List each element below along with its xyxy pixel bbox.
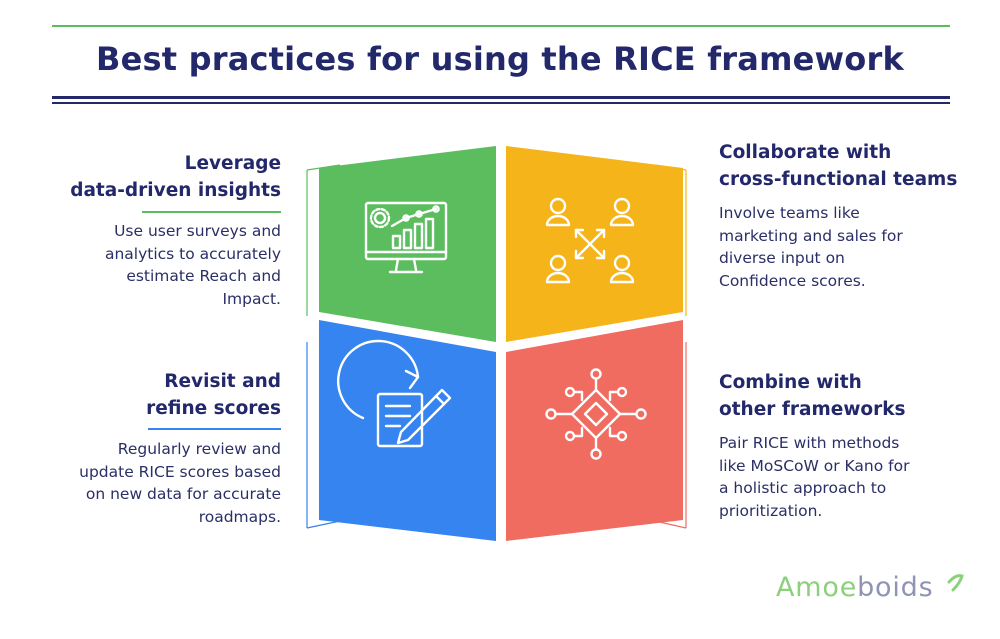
card-heading-collaborate: Collaborate with cross-functional teams bbox=[719, 139, 989, 193]
heading-line: data-driven insights bbox=[70, 180, 281, 201]
body-line: on new data for accurate bbox=[85, 485, 281, 503]
team-network-icon bbox=[545, 197, 635, 284]
card-body-combine: Pair RICE with methods like MoSCoW or Ka… bbox=[719, 432, 989, 522]
logo-part-2: boids bbox=[857, 572, 934, 603]
body-line: a holistic approach to bbox=[719, 479, 887, 497]
heading-line: other frameworks bbox=[719, 399, 906, 420]
heading-line: Collaborate with bbox=[719, 142, 892, 163]
body-line: diverse input on bbox=[719, 249, 845, 267]
quadrant-blue bbox=[319, 320, 496, 541]
body-line: Impact. bbox=[222, 289, 281, 308]
body-line: Use user surveys and bbox=[114, 222, 281, 240]
card-heading-combine: Combine with other frameworks bbox=[719, 369, 989, 423]
body-line: Confidence scores. bbox=[719, 271, 866, 290]
heading-underline bbox=[148, 428, 281, 430]
body-line: marketing and sales for bbox=[719, 226, 903, 245]
card-heading-revisit: Revisit and refine scores bbox=[40, 368, 281, 422]
body-line: Pair RICE with methods bbox=[719, 434, 900, 452]
quadrant-yellow bbox=[506, 146, 683, 342]
heading-line: Leverage bbox=[184, 153, 281, 174]
document-edit-icon bbox=[337, 339, 452, 448]
card-body-collaborate: Involve teams like marketing and sales f… bbox=[719, 202, 989, 292]
body-line: prioritization. bbox=[719, 501, 823, 520]
quadrant-green bbox=[319, 146, 496, 342]
heading-line: refine scores bbox=[146, 398, 281, 419]
heading-underline bbox=[142, 211, 281, 213]
quadrant-red bbox=[506, 320, 683, 541]
outline-accent-blue-bottom bbox=[306, 520, 341, 529]
body-line: roadmaps. bbox=[198, 507, 281, 526]
analytics-monitor-icon bbox=[364, 201, 448, 274]
page-title: Best practices for using the RICE framew… bbox=[96, 40, 904, 78]
body-line: analytics to accurately bbox=[104, 244, 281, 263]
body-line: Regularly review and bbox=[117, 440, 281, 458]
heading-line: Revisit and bbox=[164, 371, 281, 392]
header-top-rule bbox=[52, 25, 950, 27]
body-line: estimate Reach and bbox=[126, 267, 281, 285]
body-line: like MoSCoW or Kano for bbox=[719, 456, 910, 475]
heading-line: Combine with bbox=[719, 372, 862, 393]
heading-line: cross-functional teams bbox=[719, 169, 958, 190]
logo-part-1: Amoe bbox=[776, 572, 858, 603]
card-heading-data-driven: Leverage data-driven insights bbox=[40, 150, 281, 204]
body-line: Involve teams like bbox=[719, 204, 860, 222]
card-body-revisit: Regularly review and update RICE scores … bbox=[20, 438, 281, 528]
brand-logo: Amoeboids bbox=[776, 572, 933, 603]
header-rule-thick bbox=[52, 96, 950, 99]
body-line: update RICE scores based bbox=[79, 462, 281, 481]
card-body-data-driven: Use user surveys and analytics to accura… bbox=[40, 220, 281, 310]
framework-hub-icon bbox=[545, 368, 647, 460]
header-rule-thin bbox=[52, 102, 950, 104]
